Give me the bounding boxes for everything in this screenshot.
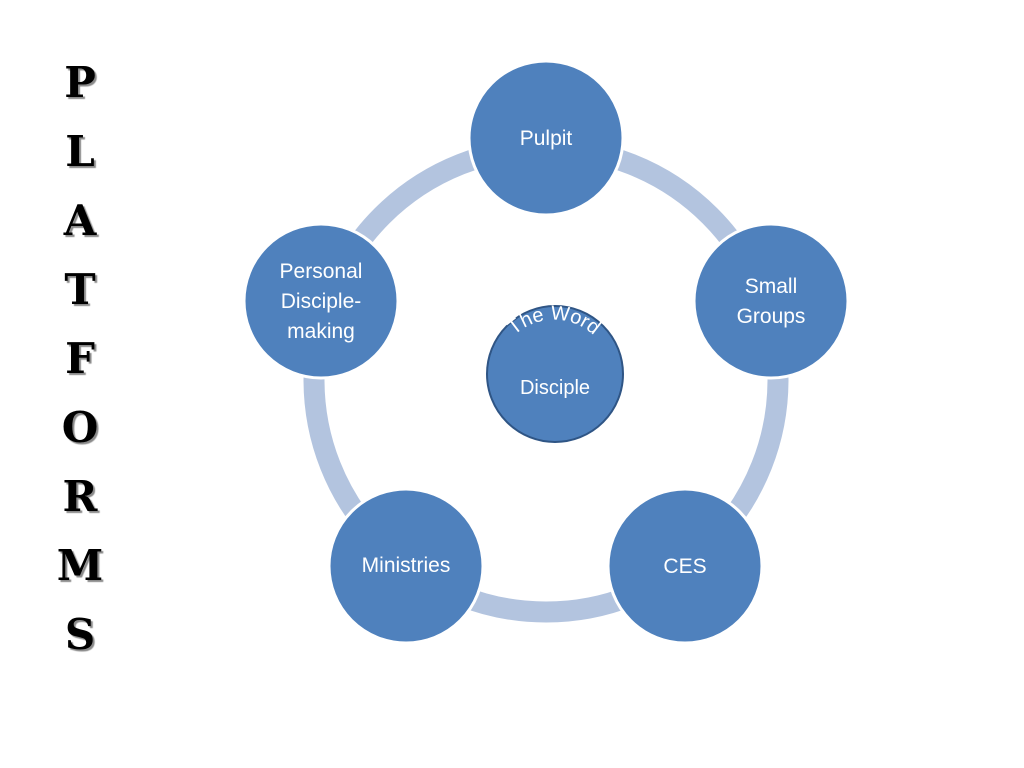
node-label: Ministries bbox=[362, 554, 451, 577]
node-small-groups[interactable]: Small Groups bbox=[692, 222, 850, 380]
center-label: Disciple bbox=[520, 377, 590, 399]
node-label: Pulpit bbox=[520, 127, 573, 150]
node-label: Disciple- bbox=[281, 290, 362, 313]
title-letter: L bbox=[65, 127, 95, 176]
title-letter: S bbox=[64, 610, 96, 659]
node-circle bbox=[692, 222, 850, 380]
title-letter: F bbox=[65, 334, 95, 383]
center-circle bbox=[486, 305, 624, 443]
node-circle bbox=[467, 59, 625, 217]
node-label: Groups bbox=[737, 305, 806, 328]
node-circle bbox=[606, 487, 764, 645]
node-label: CES bbox=[663, 555, 706, 578]
title-letter: P bbox=[64, 58, 96, 107]
node-label: Small bbox=[745, 275, 798, 298]
center-disciple[interactable]: The Word Disciple bbox=[486, 302, 624, 443]
title-letter: O bbox=[61, 403, 99, 452]
node-label: Personal bbox=[280, 260, 363, 283]
title-letter: R bbox=[62, 472, 98, 521]
node-circle bbox=[327, 487, 485, 645]
title-letter: A bbox=[63, 196, 97, 245]
node-label: making bbox=[287, 320, 355, 343]
node-personal-disciple-making[interactable]: Personal Disciple- making bbox=[242, 222, 400, 380]
node-circle bbox=[242, 222, 400, 380]
node-pulpit[interactable]: Pulpit bbox=[467, 59, 625, 217]
title-letter: M bbox=[56, 541, 104, 590]
node-ministries[interactable]: Ministries bbox=[327, 487, 485, 645]
title-letter: T bbox=[64, 265, 96, 314]
vertical-title: P L A T F O R M S bbox=[40, 48, 120, 669]
node-ces[interactable]: CES bbox=[606, 487, 764, 645]
